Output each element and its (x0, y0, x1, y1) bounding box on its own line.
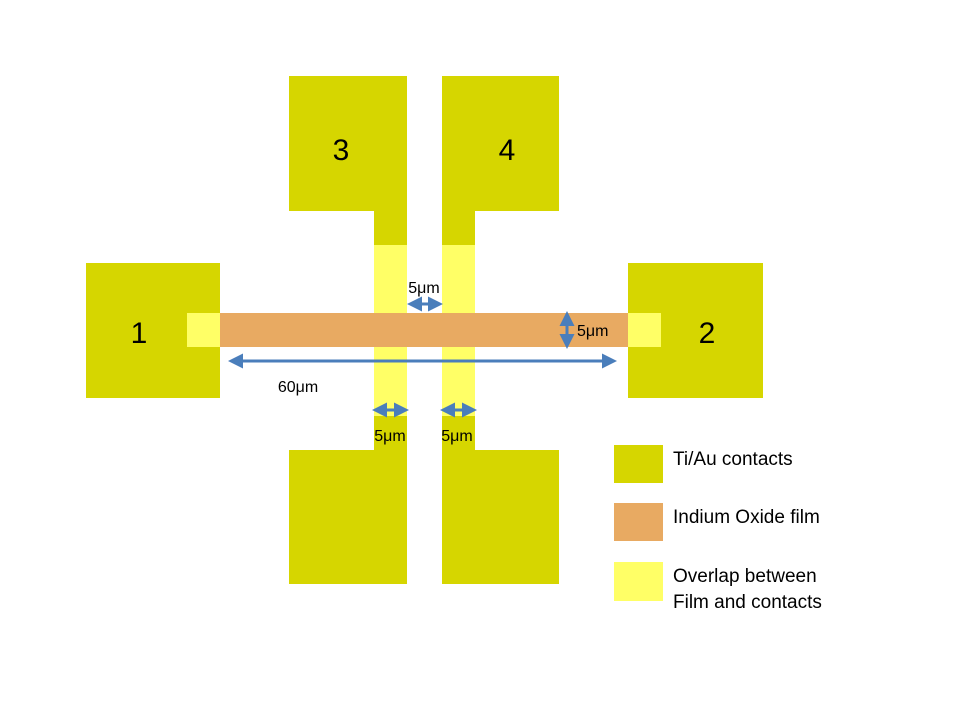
legend-label-overlap: Overlap between Film and contacts (673, 564, 822, 616)
overlap-probe-lower-right (442, 347, 475, 416)
pad-label-4: 4 (499, 134, 516, 167)
contact-pad-bottom-right (442, 416, 559, 584)
pad-label-3: 3 (333, 134, 350, 167)
contact-pad-3 (289, 76, 407, 245)
pad-label-2: 2 (699, 317, 716, 350)
pad-label-1: 1 (131, 317, 148, 350)
dimension-label-film-width: 5μm (577, 323, 608, 340)
legend-swatch-contacts (614, 445, 663, 483)
legend-swatch-film (614, 503, 663, 541)
legend-label-film: Indium Oxide film (673, 507, 820, 528)
overlap-probe-upper-right (442, 245, 475, 313)
overlap-right-end (628, 313, 661, 347)
dimension-label-film-length: 60μm (278, 379, 318, 396)
legend-label-overlap-line1: Overlap between (673, 566, 817, 587)
overlap-probe-upper-left (374, 245, 407, 313)
dimension-label-gap-top: 5μm (408, 280, 439, 297)
dimension-label-lower-right: 5μm (441, 428, 472, 445)
overlap-probe-lower-left (374, 347, 407, 416)
overlap-left-end (187, 313, 220, 347)
dimension-label-lower-left: 5μm (374, 428, 405, 445)
legend-label-overlap-line2: Film and contacts (673, 592, 822, 613)
contact-pad-bottom-left (289, 416, 407, 584)
legend-swatch-overlap (614, 562, 663, 601)
contact-pad-4 (442, 76, 559, 245)
legend-label-contacts: Ti/Au contacts (673, 449, 793, 470)
